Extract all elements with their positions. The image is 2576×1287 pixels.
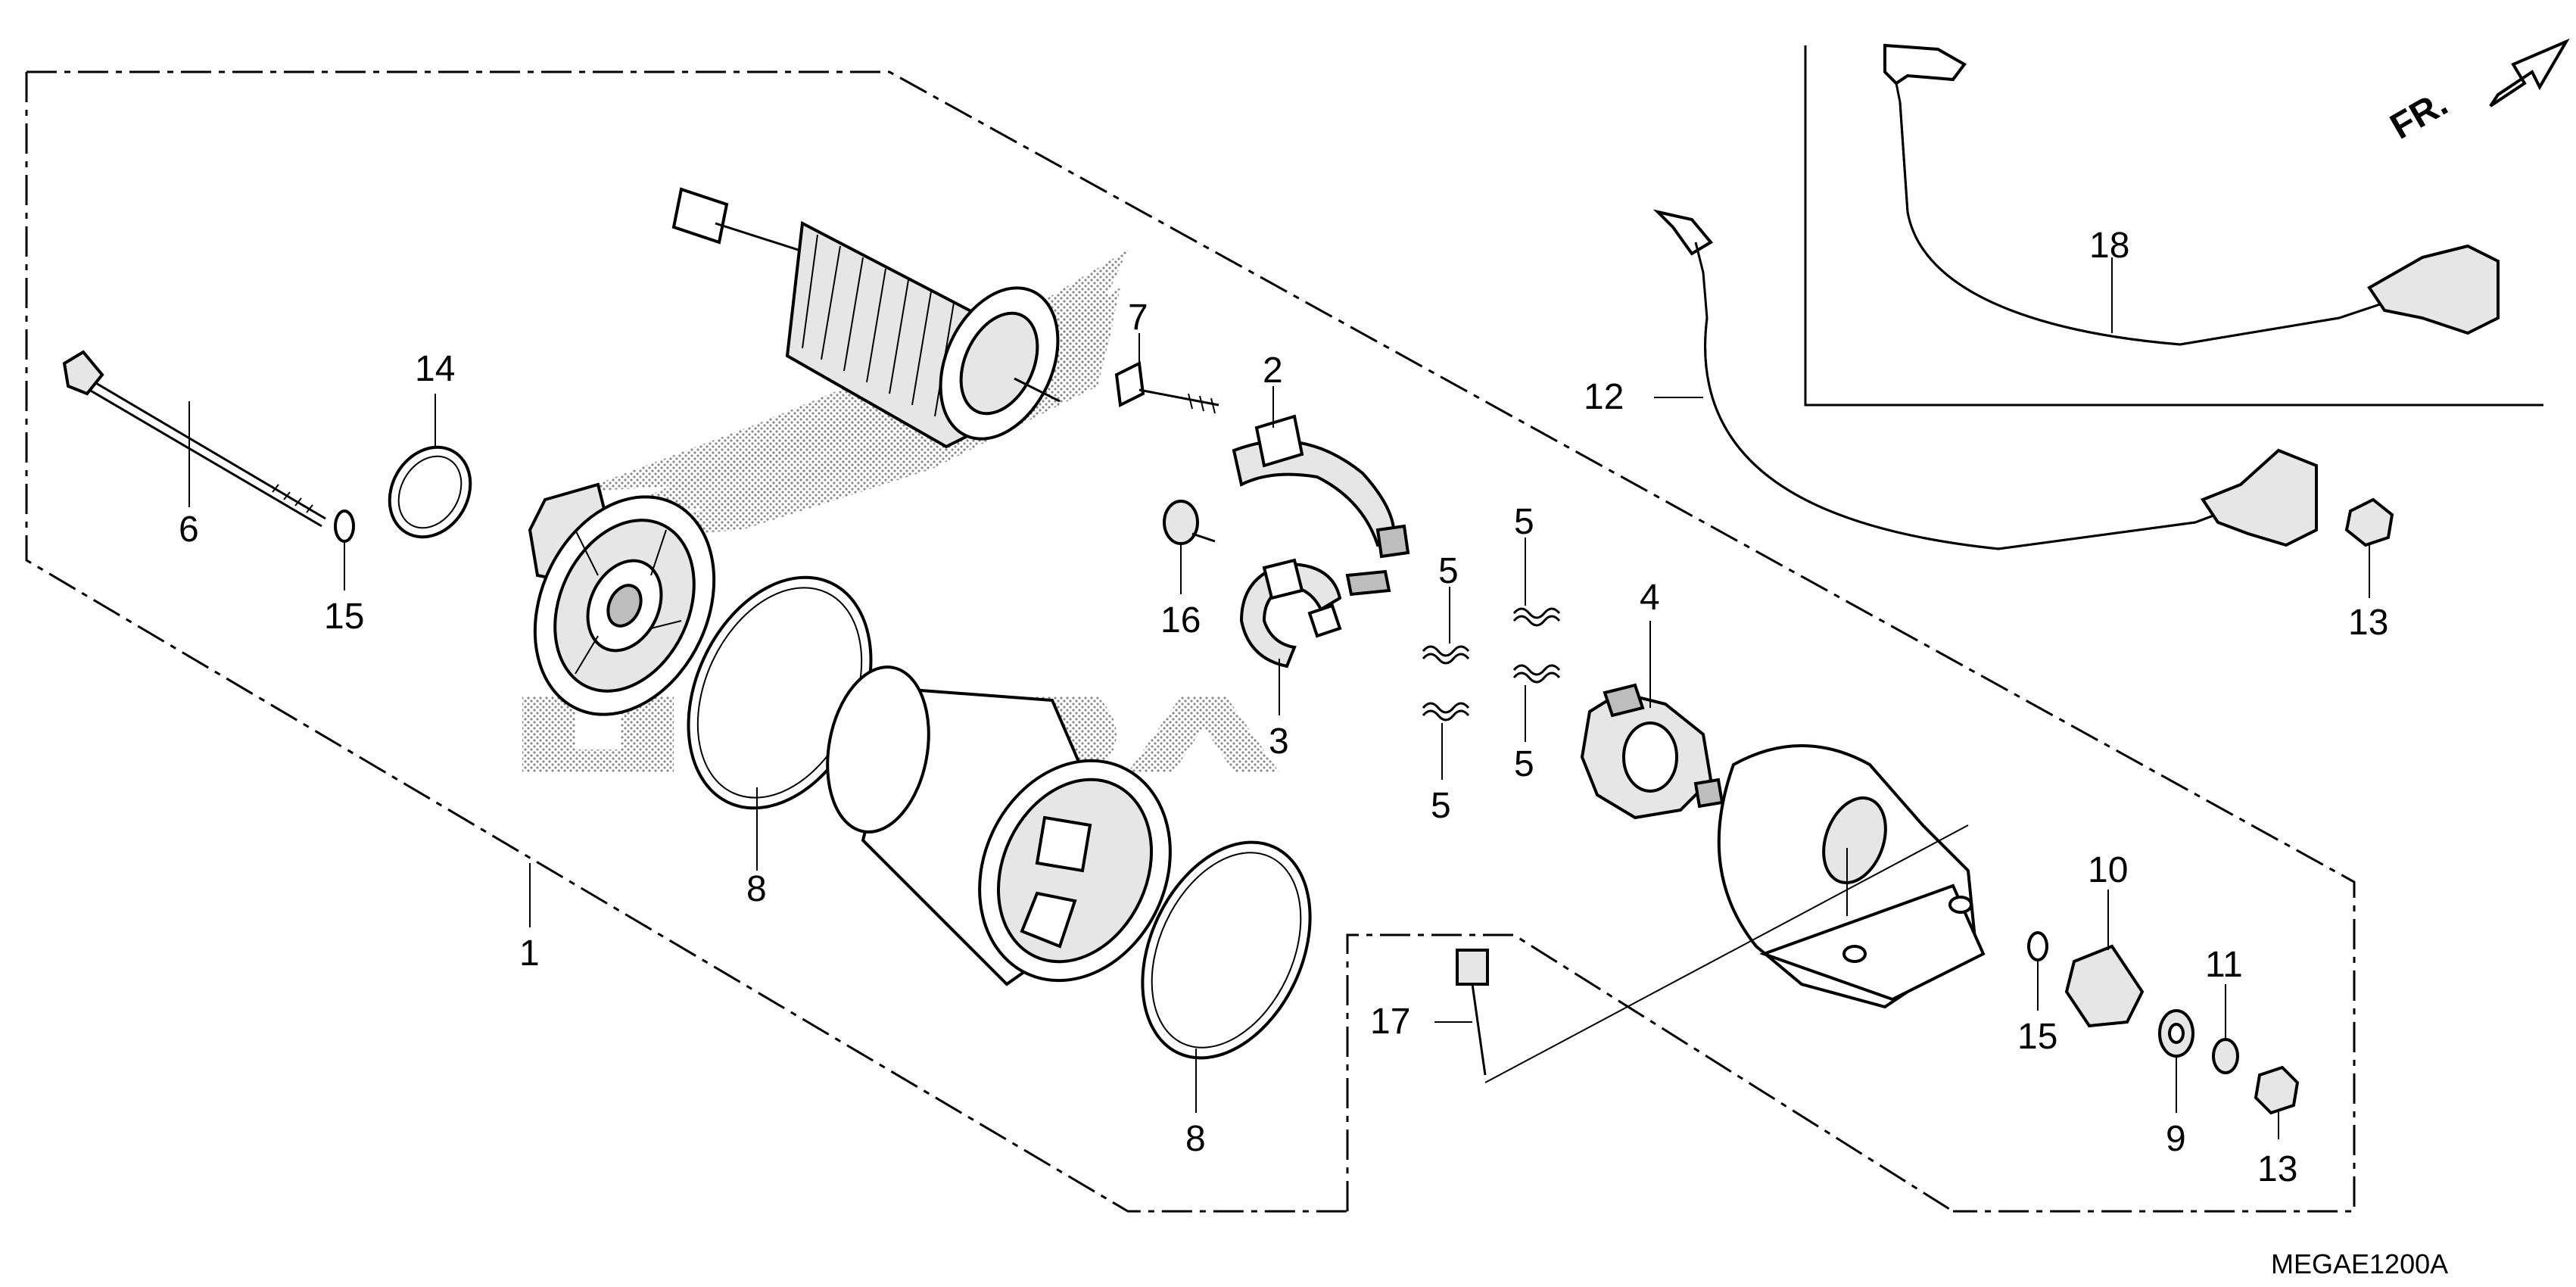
callout-5a: 5 — [1438, 551, 1459, 591]
direction-label: FR. — [2384, 83, 2454, 148]
callout-5c: 5 — [1514, 502, 1534, 542]
callout-numbers: 1 2 3 4 5 5 5 5 6 7 8 8 9 10 11 12 13 13… — [179, 226, 2388, 1189]
callout-13b: 13 — [2348, 603, 2388, 643]
part-long-bolt — [62, 350, 326, 528]
part-o-ring-small — [388, 445, 472, 539]
callout-17: 17 — [1370, 1002, 1410, 1042]
callout-3: 3 — [1269, 721, 1289, 762]
part-brush-plate — [1580, 683, 1724, 820]
part-flange-bolt — [1456, 949, 1489, 1076]
callout-8a: 8 — [746, 869, 767, 909]
part-starter-cable — [1652, 209, 2318, 550]
leader-lines — [188, 257, 2370, 1139]
part-nut-upper — [2344, 497, 2394, 547]
callout-15b: 15 — [2017, 1017, 2057, 1057]
part-brush-holder-lower — [1239, 558, 1391, 668]
callout-6: 6 — [179, 510, 199, 550]
callout-2: 2 — [1263, 351, 1283, 391]
callout-4: 4 — [1640, 578, 1660, 618]
callout-13a: 13 — [2257, 1149, 2297, 1189]
part-washer-left — [334, 510, 355, 543]
direction-indicator: FR. — [2384, 38, 2570, 148]
callout-7: 7 — [1128, 298, 1148, 338]
callout-15a: 15 — [324, 597, 364, 637]
part-starter-cable-inset — [1883, 43, 2500, 346]
callout-11: 11 — [2205, 945, 2243, 985]
diagram-code: MEGAE1200A — [2271, 1248, 2448, 1279]
part-washer-9 — [2158, 1009, 2194, 1058]
callout-10: 10 — [2088, 850, 2128, 890]
part-terminal-bolt — [1114, 360, 1219, 414]
inset-frame — [1804, 45, 2543, 407]
part-o-ring-lower — [1141, 840, 1312, 1060]
callout-8b: 8 — [1185, 1119, 1206, 1159]
part-spring-washer — [2212, 1038, 2239, 1074]
assembly-boundary — [25, 70, 2356, 1213]
callout-14: 14 — [415, 349, 455, 389]
callout-5b: 5 — [1431, 786, 1451, 826]
callout-18: 18 — [2089, 226, 2129, 266]
callout-9: 9 — [2166, 1119, 2186, 1159]
part-armature — [671, 187, 1061, 449]
part-front-cover — [528, 482, 716, 716]
part-brush-holder-upper — [1232, 414, 1410, 559]
callout-1: 1 — [519, 933, 540, 974]
part-springs — [1422, 607, 1561, 721]
arrow-right-up-icon — [2489, 38, 2570, 108]
part-rear-cover — [1717, 744, 1986, 1009]
part-nut-lower — [2254, 1065, 2300, 1115]
callout-5d: 5 — [1514, 744, 1534, 784]
part-screw — [1163, 500, 1216, 545]
callout-16: 16 — [1160, 600, 1201, 640]
part-washer-right — [2027, 931, 2048, 961]
part-yoke-housing — [826, 665, 1172, 986]
part-insulator — [2064, 944, 2145, 1028]
callout-12: 12 — [1584, 377, 1624, 417]
